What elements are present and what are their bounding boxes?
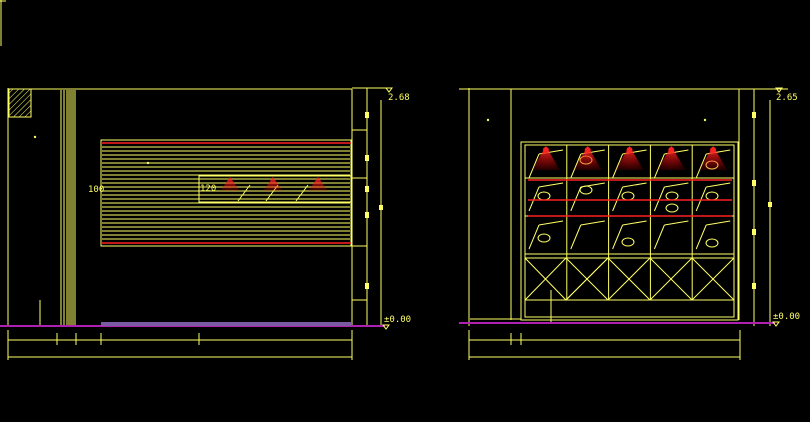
glass-reflection	[653, 153, 665, 179]
spotlight-head	[626, 147, 633, 153]
glass-reflection	[612, 224, 624, 250]
glass-reflection	[570, 224, 582, 250]
spotlight-head	[710, 147, 717, 153]
glass-reflection	[612, 186, 624, 212]
display-niche	[198, 175, 352, 203]
display-object	[621, 191, 635, 201]
spotlight-cone	[531, 146, 560, 170]
spotlight-cone	[615, 146, 644, 170]
glass-reflection	[612, 153, 624, 179]
dimension-100-label: 100	[88, 185, 104, 195]
spotlight-head	[668, 147, 675, 153]
glass-reflection	[528, 224, 540, 250]
display-object	[537, 233, 551, 243]
glass-reflection	[570, 186, 582, 212]
spotlight-cone	[263, 177, 283, 191]
display-object	[621, 237, 635, 247]
glass-reflection	[580, 220, 605, 226]
right-side-markers	[752, 112, 772, 289]
spotlight-cone	[699, 146, 728, 170]
display-cabinet	[520, 141, 739, 321]
display-object	[705, 191, 719, 201]
glass-reflection	[664, 182, 689, 188]
level-ground-label-right: ±0.00	[773, 312, 800, 322]
display-object	[705, 238, 719, 248]
glass-reflection	[664, 220, 689, 226]
glass-reflection	[528, 186, 540, 212]
left-spotlights	[101, 142, 351, 244]
glass-reflection	[695, 186, 707, 212]
spotlight-cone	[657, 146, 686, 170]
level-ground-label-left: ±0.00	[384, 315, 411, 325]
hatched-column	[8, 88, 32, 118]
curtain-lines	[60, 90, 76, 327]
right-elevation	[459, 88, 788, 360]
corner-marks	[0, 0, 6, 46]
level-top-label-right: 2.65	[776, 93, 798, 103]
wall-panel	[100, 139, 352, 247]
spotlight-cone	[220, 177, 240, 191]
spotlight-head	[584, 147, 591, 153]
level-top-label-left: 2.68	[388, 93, 410, 103]
glass-reflection	[538, 182, 564, 188]
panel-lines	[102, 146, 350, 240]
floor-hatch-left	[101, 322, 351, 326]
glass-reflection	[695, 153, 707, 179]
display-object	[579, 185, 593, 195]
level-triangle-left	[382, 87, 393, 330]
spotlight-cone	[308, 177, 328, 191]
glass-reflection	[653, 224, 665, 250]
display-object	[537, 191, 551, 201]
cabinet-door-diagonals	[524, 257, 735, 301]
level-triangle-right	[772, 87, 783, 327]
cabinet-spotlights	[528, 146, 732, 217]
glass-reflection	[538, 220, 564, 226]
glass-reflection	[570, 153, 582, 179]
glass-reflection	[622, 182, 647, 188]
dimension-120-label: 120	[200, 184, 216, 194]
left-elevation	[7, 87, 388, 360]
glass-reflection	[528, 153, 540, 179]
glass-reflection	[706, 220, 731, 226]
glass-reflection	[706, 182, 731, 188]
glass-reflection	[695, 224, 707, 250]
display-object	[665, 191, 679, 201]
glass-reflection	[622, 220, 647, 226]
left-side-markers	[365, 112, 383, 289]
spotlight-cone	[573, 146, 602, 170]
glass-reflection	[653, 186, 665, 212]
display-object	[665, 203, 679, 213]
spotlight-head	[542, 147, 549, 153]
